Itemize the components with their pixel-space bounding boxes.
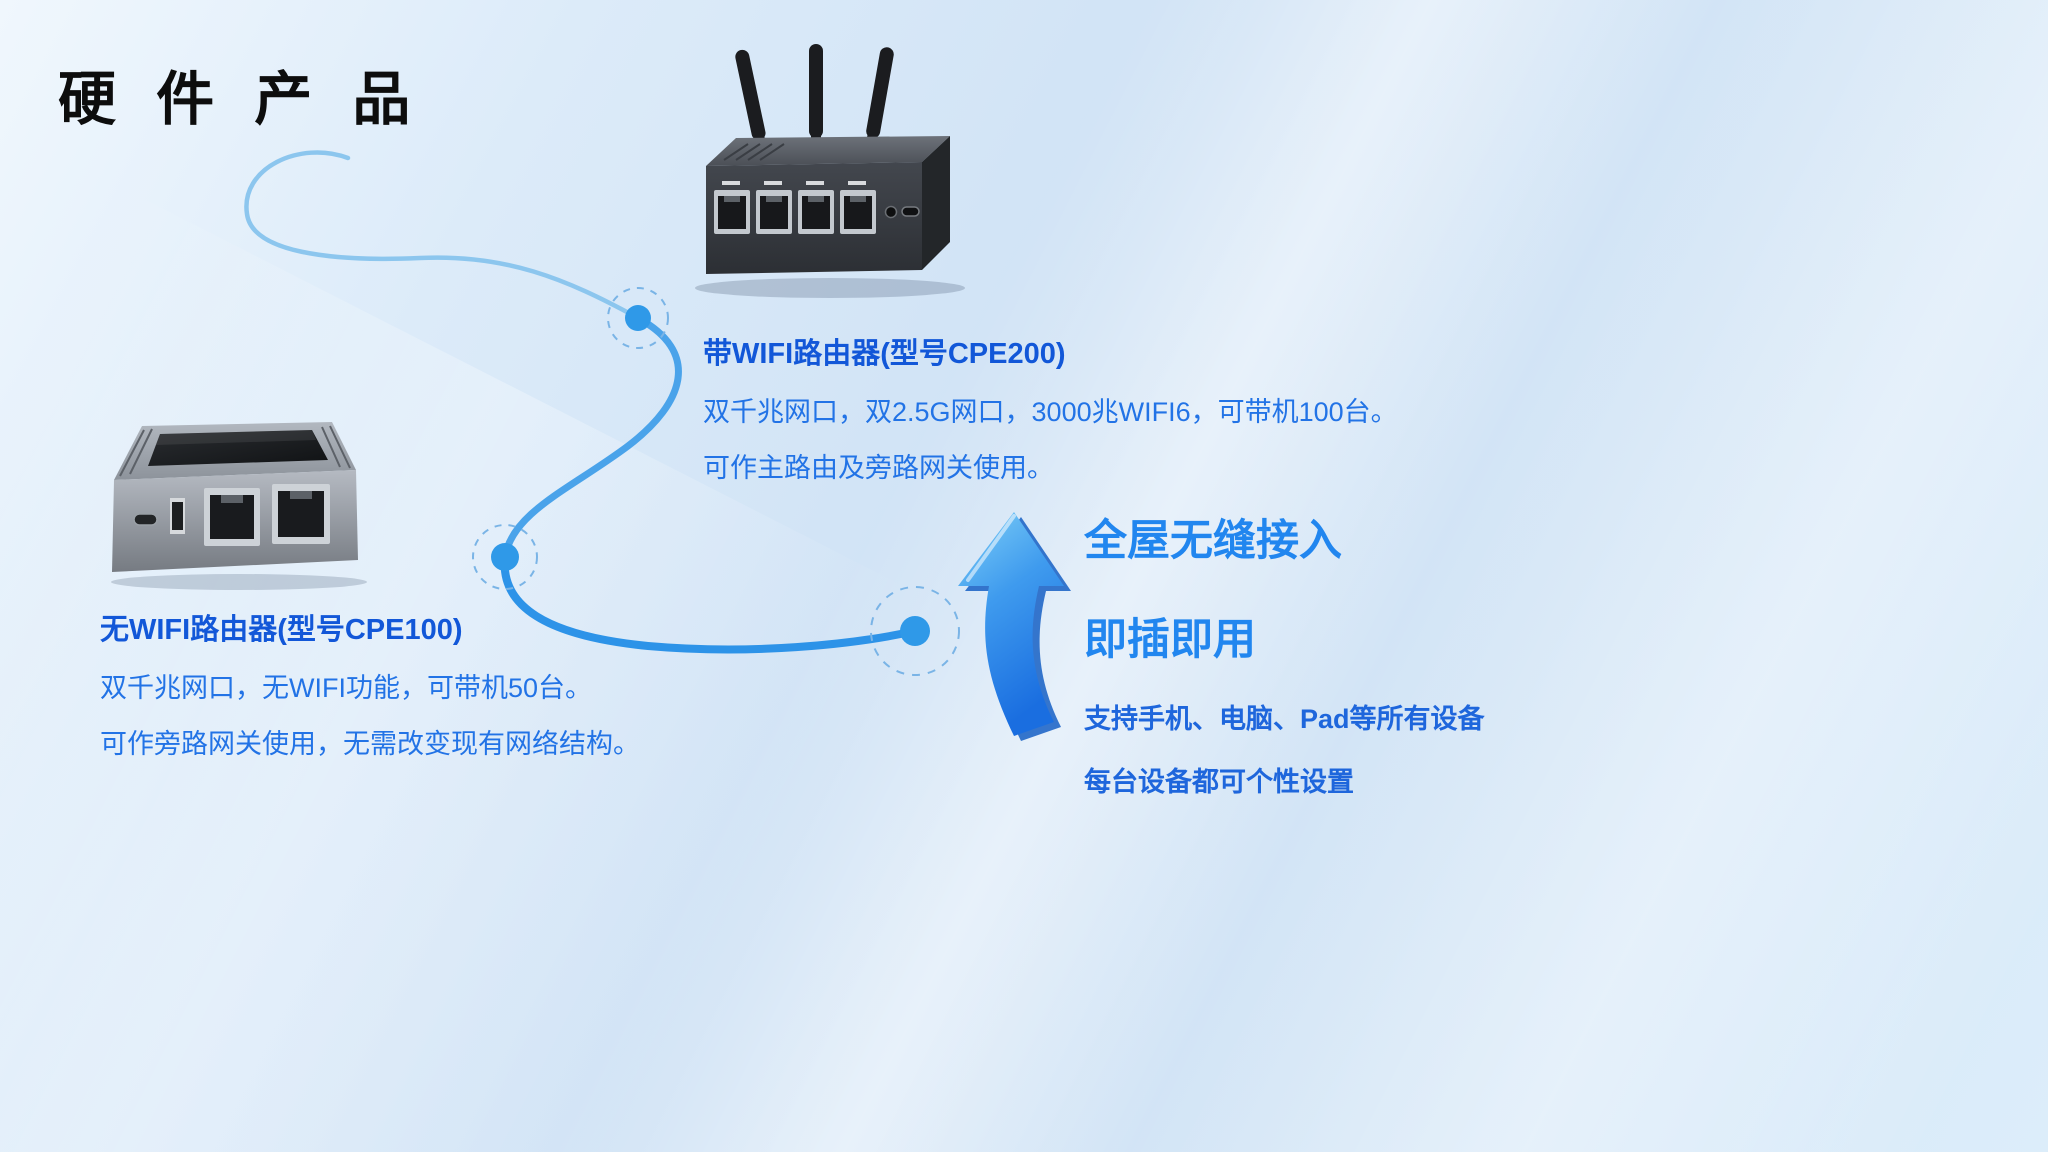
product-spec: 双千兆网口，无WIFI功能，可带机50台。 [100, 673, 593, 703]
ethernet-ports [204, 484, 330, 546]
product-spec: 可作旁路网关使用，无需改变现有网络结构。 [100, 729, 640, 759]
reset-button [884, 205, 898, 219]
benefit-headline: 全屋无缝接入 [1084, 517, 1342, 565]
cpe100-image [104, 412, 380, 592]
heatsink-fins [119, 425, 351, 477]
curve-segment-2 [501, 314, 682, 561]
node-dot-3 [900, 616, 930, 646]
arrow-up-icon [938, 498, 1102, 760]
curve-segment-1 [244, 150, 641, 321]
device-top-face [706, 136, 950, 166]
product-info-cpe200: 带WIFI路由器(型号CPE200) 双千兆网口，双2.5G网口，3000兆WI… [703, 330, 1423, 502]
node-dashed-ring-1 [607, 287, 669, 349]
node-dot-1 [625, 305, 651, 331]
page-title: 硬 件 产 品 [58, 67, 423, 132]
benefits-block: 全屋无缝接入 即插即用 支持手机、电脑、Pad等所有设备 每台设备都可个性设置 [1084, 506, 1644, 823]
usb-c-port [133, 513, 158, 526]
product-name: 无WIFI路由器(型号CPE100) [100, 614, 463, 646]
benefit-point: 每台设备都可个性设置 [1084, 767, 1354, 797]
benefit-headline: 即插即用 [1084, 616, 1256, 664]
usb-c-port [901, 206, 920, 217]
usb-a-port [170, 498, 185, 534]
cpe200-image [690, 44, 980, 300]
screen-gloss [156, 430, 316, 445]
product-name: 带WIFI路由器(型号CPE200) [703, 338, 1066, 370]
product-info-cpe100: 无WIFI路由器(型号CPE100) 双千兆网口，无WIFI功能，可带机50台。… [100, 606, 740, 778]
product-spec: 可作主路由及旁路网关使用。 [703, 453, 1054, 483]
product-spec: 双千兆网口，双2.5G网口，3000兆WIFI6，可带机100台。 [703, 397, 1398, 427]
benefit-point: 支持手机、电脑、Pad等所有设备 [1084, 704, 1485, 734]
antenna-icon [735, 44, 894, 145]
device-shadow [695, 278, 965, 298]
device-shadow [111, 574, 367, 590]
device-screen [148, 430, 328, 466]
node-dot-2 [491, 543, 519, 571]
node-dashed-ring-2 [472, 524, 538, 590]
